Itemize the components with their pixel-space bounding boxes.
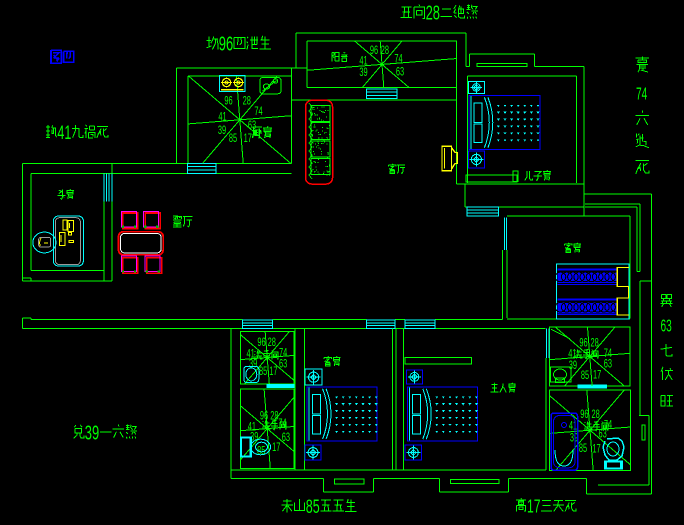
svg-text:41: 41 (359, 53, 367, 67)
svg-text:63: 63 (282, 430, 290, 444)
svg-text:85: 85 (581, 368, 589, 382)
svg-text:85: 85 (229, 131, 237, 145)
svg-text:28: 28 (270, 408, 278, 422)
svg-text:41: 41 (218, 109, 226, 123)
svg-text:74: 74 (279, 345, 287, 359)
svg-text:96: 96 (260, 408, 268, 422)
svg-text:85: 85 (259, 364, 267, 378)
svg-text:41: 41 (57, 122, 71, 144)
svg-text:74: 74 (254, 104, 262, 118)
svg-text:28: 28 (592, 407, 600, 421)
svg-text:74: 74 (636, 84, 647, 104)
svg-text:63: 63 (279, 357, 287, 371)
svg-text:74: 74 (604, 346, 612, 360)
svg-text:28: 28 (243, 93, 251, 107)
svg-text:63: 63 (396, 64, 404, 78)
svg-text:39: 39 (570, 430, 578, 444)
svg-text:39: 39 (218, 123, 226, 137)
svg-text:96: 96 (257, 335, 265, 349)
svg-text:39: 39 (359, 65, 367, 79)
svg-text:17: 17 (269, 364, 277, 378)
svg-text:28: 28 (381, 43, 389, 57)
svg-text:85: 85 (257, 444, 265, 458)
svg-text:96: 96 (579, 336, 587, 350)
svg-text:39: 39 (569, 358, 577, 372)
svg-text:17: 17 (527, 496, 541, 517)
svg-text:74: 74 (394, 51, 402, 65)
svg-text:63: 63 (661, 316, 672, 336)
svg-text:41: 41 (569, 418, 577, 432)
svg-text:74: 74 (278, 416, 286, 430)
svg-text:28: 28 (426, 3, 440, 25)
svg-text:96: 96 (370, 43, 378, 57)
svg-text:63: 63 (599, 427, 607, 441)
svg-text:96: 96 (580, 407, 588, 421)
svg-text:96: 96 (219, 34, 233, 56)
svg-text:39: 39 (249, 357, 257, 371)
svg-text:17: 17 (244, 131, 252, 145)
svg-text:17: 17 (272, 440, 280, 454)
svg-text:17: 17 (592, 441, 600, 455)
svg-text:28: 28 (268, 335, 276, 349)
svg-text:39: 39 (250, 430, 258, 444)
svg-text:28: 28 (591, 336, 599, 350)
svg-text:17: 17 (593, 367, 601, 381)
svg-text:85: 85 (579, 441, 587, 455)
svg-text:96: 96 (224, 93, 232, 107)
svg-text:41: 41 (568, 347, 576, 361)
svg-text:41: 41 (247, 347, 255, 361)
svg-text:41: 41 (248, 419, 256, 433)
svg-text:39: 39 (85, 423, 99, 445)
svg-text:85: 85 (306, 496, 320, 518)
svg-text:63: 63 (604, 357, 612, 371)
svg-text:63: 63 (248, 118, 256, 132)
